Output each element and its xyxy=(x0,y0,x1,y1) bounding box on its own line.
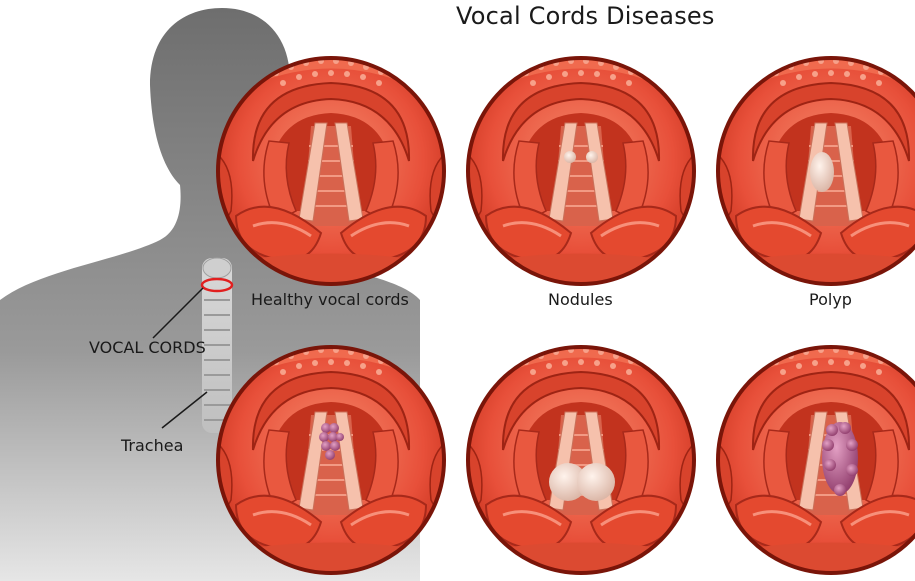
vocal-cords-leader-line xyxy=(152,287,204,339)
lesion-tumor xyxy=(822,422,858,496)
lesion-papilloma xyxy=(319,423,344,460)
panel-polyp xyxy=(716,56,915,286)
lesion-polyp xyxy=(810,152,834,192)
panel-nodules xyxy=(466,56,696,286)
lesion-nodule-left xyxy=(564,151,576,163)
panel-tumor xyxy=(716,345,915,575)
trachea-illustration xyxy=(202,257,232,433)
caption-healthy: Healthy vocal cords xyxy=(251,290,409,309)
caption-polyp: Polyp xyxy=(809,290,852,309)
trachea-label: Trachea xyxy=(121,436,184,455)
lesion-cyst-right xyxy=(577,463,615,501)
diagram-title: Vocal Cords Diseases xyxy=(456,2,715,30)
vocal-cords-marker xyxy=(200,277,234,293)
trachea-leader-line xyxy=(161,391,208,429)
lesion-cyst-left xyxy=(549,463,587,501)
lesion-nodule-right xyxy=(586,151,598,163)
vocal-cords-label: VOCAL CORDS xyxy=(89,338,206,357)
panel-healthy xyxy=(216,56,446,286)
panel-papilloma xyxy=(216,345,446,575)
panel-cysts xyxy=(466,345,696,575)
caption-nodules: Nodules xyxy=(548,290,613,309)
